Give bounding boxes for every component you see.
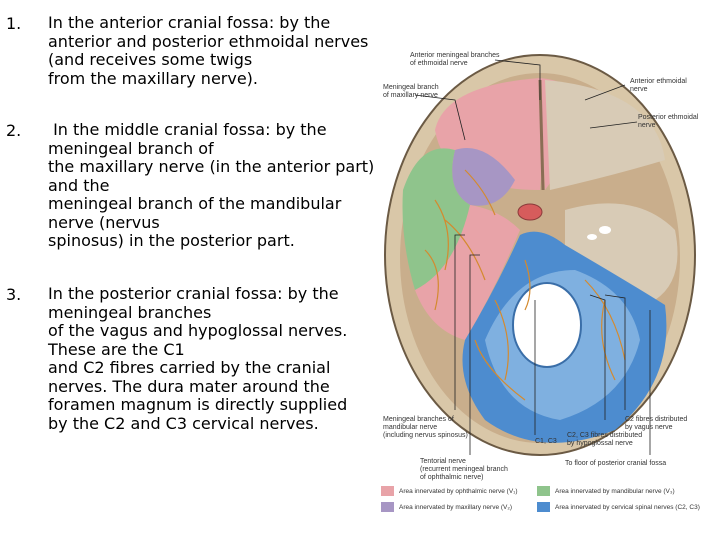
text-line: foramen magnum is directly supplied (48, 395, 348, 414)
text-line: by the C2 and C3 cervical nerves. (48, 413, 319, 433)
text-line: the maxillary nerve (in the anterior par… (48, 157, 375, 176)
maxillary-area (452, 148, 515, 206)
pointer-anterior-ethmoidal (584, 84, 626, 101)
item-number: 3. (6, 285, 22, 304)
legend-maxillary: Area innervated by maxillary nerve (V₂) (399, 504, 513, 511)
legend-swatch-cervical (537, 502, 550, 512)
text-line: meningeal branch of the mandibular (48, 194, 342, 213)
text-line: (and receives some twigs (48, 50, 253, 69)
text-line: meningeal branches (48, 302, 212, 322)
item-text: In the posterior cranial fossa: by the m… (48, 284, 378, 433)
pointer-vagus (604, 294, 626, 410)
text-line: anterior and posterior ethmoidal nerves (48, 31, 369, 51)
label-c1c3: C1, C3 (535, 438, 557, 445)
crista-galli (538, 79, 545, 191)
label-tentorial: Tentorial nerve(recurrent meningeal bran… (420, 458, 508, 481)
text-line: from the maxillary nerve). (48, 68, 258, 88)
pointer-tentorial (469, 254, 480, 455)
pointer-posterior-ethmoidal (589, 121, 638, 129)
text-line: In the posterior cranial fossa: by the (48, 284, 339, 303)
text-line: spinosus) in the posterior part. (48, 231, 295, 250)
item-text: In the middle cranial fossa: by the meni… (48, 120, 378, 251)
sella-turcica (517, 203, 543, 221)
legend-ophthalmic: Area innervated by ophthalmic nerve (V₁) (399, 488, 518, 495)
pointer-hypoglossal (589, 294, 606, 420)
item-number: 1. (6, 14, 22, 33)
pointer-mandibular (454, 234, 465, 410)
text-line: nerve (nervus (48, 212, 160, 232)
legend-swatch-mandibular (537, 486, 550, 496)
item-text: In the anterior cranial fossa: by the an… (48, 13, 378, 88)
legend-swatch-ophthalmic (381, 486, 394, 496)
text-line: These are the C1 (48, 339, 185, 359)
pointer-anterior-meningeal (494, 59, 541, 100)
nerve-branches (424, 169, 626, 401)
right-middle-fossa (565, 203, 678, 300)
foramen-magnum (512, 282, 582, 368)
right-anterior-fossa (545, 80, 665, 190)
legend-swatch-maxillary (381, 502, 394, 512)
text-line: and C2 fibres carried by the cranial (48, 358, 331, 377)
pointer-meningeal-maxillary (414, 94, 466, 141)
text-line: meningeal branch of (48, 138, 214, 158)
mandibular-area (402, 148, 470, 290)
label-floor: To floor of posterior cranial fossa (565, 460, 667, 467)
text-line: In the middle cranial fossa: by the (48, 120, 327, 139)
foramen-right-1 (599, 226, 611, 234)
legend-mandibular: Area innervated by mandibular nerve (V₃) (555, 488, 675, 495)
text-line: of the vagus and hypoglossal nerves. (48, 321, 348, 340)
middle-fossa-left (415, 205, 520, 340)
legend-cervical: Area innervated by cervical spinal nerve… (555, 504, 700, 511)
skull-base-illustration (384, 54, 696, 456)
text-line: nerves. The dura mater around the (48, 376, 330, 396)
foramen-right-2 (587, 234, 597, 240)
text-line: In the anterior cranial fossa: by the (48, 13, 331, 32)
item-number: 2. (6, 121, 22, 140)
text-line: and the (48, 175, 110, 195)
